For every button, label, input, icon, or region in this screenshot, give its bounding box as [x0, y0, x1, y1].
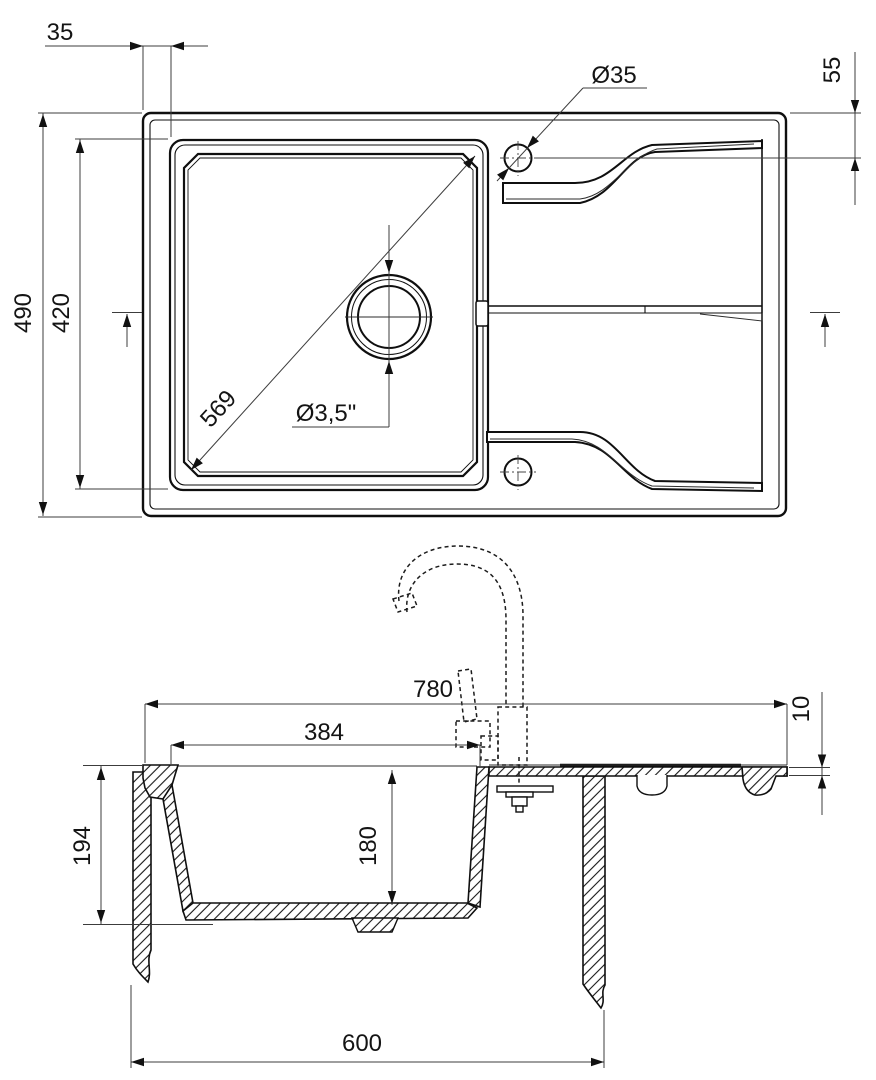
plan-view: 569 Ø3,5" Ø35 55: [10, 19, 861, 518]
dim-tap-hole-edge-offset: 55: [536, 52, 861, 205]
faucet-handle: [457, 668, 478, 723]
groove-end-tab: [475, 300, 489, 327]
section-view: 780 384 10 194: [69, 545, 830, 1068]
bolt-washer: [505, 791, 534, 798]
dim-bowl-inner-depth: 180: [355, 770, 397, 905]
dim-overall-depth: 490: [10, 112, 142, 518]
bowl-bottom-section: [182, 902, 479, 921]
drainer-rib-bottom: [486, 431, 763, 493]
deck-groove-pocket: [636, 775, 668, 796]
dim-tap-hole-edge-offset-label: 55: [819, 57, 846, 84]
dim-overall-length: 780: [144, 676, 788, 765]
dim-bowl-inner-depth-label: 180: [355, 826, 382, 866]
bolt-tip: [515, 805, 524, 813]
clip-plate: [496, 785, 554, 793]
deck-right-end-section: [741, 766, 788, 796]
drain-boss-section: [350, 917, 400, 933]
dim-overall-height: 194: [69, 765, 213, 925]
datum-mark-right: [810, 312, 840, 347]
faucet-spout-tip: [392, 592, 418, 613]
cabinet-wall-left: [132, 771, 152, 984]
dim-cabinet-width-label: 600: [342, 1030, 382, 1057]
dim-overall-height-label: 194: [69, 826, 96, 866]
dim-rim-offset-label: 35: [47, 19, 74, 46]
dim-bowl-inner-length: 384: [170, 719, 481, 766]
drainer-rib-top: [502, 139, 763, 204]
mounting-bolt: [496, 757, 554, 813]
bolt-nut: [511, 796, 528, 807]
dim-rim-thickness-label: 10: [788, 696, 815, 723]
dim-bowl-outer-depth-label: 420: [48, 293, 75, 333]
dim-overall-length-label: 780: [413, 676, 453, 703]
dim-bowl-outer-depth: 420: [48, 138, 168, 490]
sink-inner-edge: [149, 119, 780, 510]
dim-tap-hole-diameter: Ø35: [496, 62, 647, 182]
dim-bowl-inner-length-label: 384: [304, 719, 344, 746]
dim-tap-hole-diameter-label: Ø35: [591, 62, 636, 89]
bowl-opening: [182, 152, 479, 478]
tap-hole-bottom: [500, 455, 536, 490]
drainer-rib-bottom-accent: [490, 438, 755, 489]
faucet-spout-outer: [397, 545, 524, 707]
left-rim-section: [142, 764, 180, 800]
dim-rim-thickness: 10: [788, 692, 830, 815]
dim-overall-depth-label: 490: [10, 293, 37, 333]
sink-section: [142, 763, 788, 933]
drainer-rib-top-accent: [506, 143, 755, 200]
faucet-base-step: [480, 735, 499, 761]
dim-drain-diameter: Ø3,5": [292, 225, 394, 428]
bowl-wall-right-section: [467, 766, 490, 909]
faucet-handle-base: [455, 720, 491, 748]
faucet-spout-inner: [406, 563, 507, 707]
faucet-outline: [392, 545, 528, 766]
dim-rim-offset: 35: [45, 19, 208, 137]
datum-mark-left: [112, 312, 142, 347]
drainer-groove: [475, 300, 763, 327]
cabinet-wall-right: [582, 775, 606, 1010]
dim-drain-diameter-label: Ø3,5": [296, 400, 357, 427]
bowl-rim: [168, 138, 490, 492]
dim-cabinet-width: 600: [130, 985, 605, 1068]
